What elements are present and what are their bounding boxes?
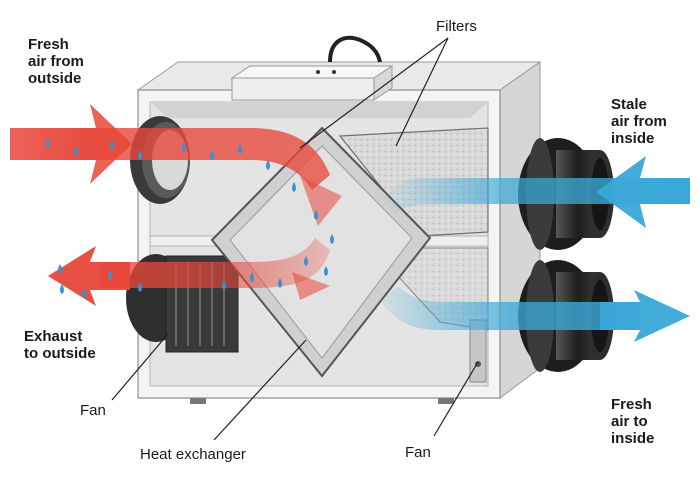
right-fan (469, 319, 487, 383)
control-box (230, 35, 394, 101)
label-fan-right: Fan (405, 444, 431, 461)
label-fresh-air-to-inside: Fresh air to inside (611, 396, 655, 447)
fresh-air-in-arrow (10, 104, 342, 226)
label-fan-left: Fan (80, 402, 106, 419)
label-exhaust-to-outside: Exhaust to outside (24, 328, 96, 362)
stale-air-in-arrow (380, 156, 690, 228)
leader-lines (111, 37, 479, 441)
label-stale-air-from-inside: Stale air from inside (611, 96, 667, 147)
fresh-air-out-arrow (380, 286, 690, 342)
label-fresh-air-from-outside: Fresh air from outside (28, 36, 84, 87)
moisture-droplets (46, 138, 334, 298)
exhaust-arrow (48, 238, 330, 306)
label-heat-exchanger: Heat exchanger (140, 446, 246, 463)
label-filters: Filters (436, 18, 477, 35)
